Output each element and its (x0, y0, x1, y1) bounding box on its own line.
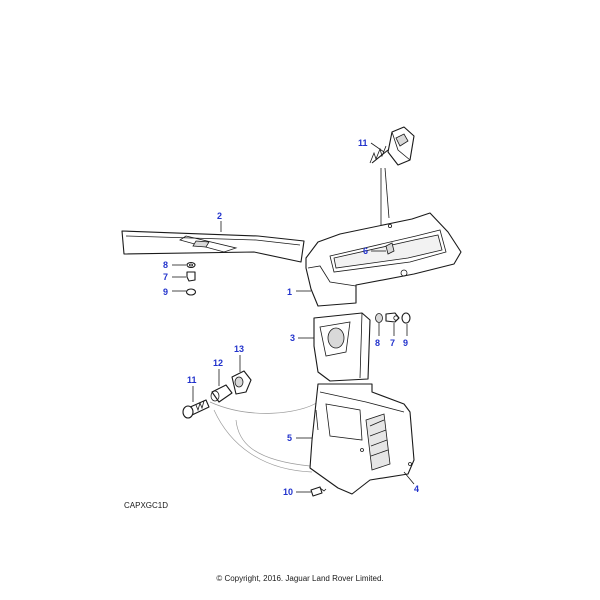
callout-5: 5 (287, 433, 292, 443)
callout-11-left: 11 (187, 375, 197, 385)
callout-11-top: 11 (358, 138, 368, 148)
reference-code: CAPXGC1D (124, 501, 169, 510)
callout-7-left: 7 (163, 272, 168, 282)
copyright-notice: © Copyright, 2016. Jaguar Land Rover Lim… (216, 574, 384, 583)
callout-8-right: 8 (375, 338, 380, 348)
clip-screw-top (369, 126, 415, 232)
trim-rail (121, 230, 305, 263)
callout-4: 4 (414, 484, 419, 494)
screw-10 (310, 486, 327, 497)
callout-7-right: 7 (390, 338, 395, 348)
callouts: 11 2 6 8 7 9 1 3 8 7 9 13 12 11 5 4 10 (163, 138, 419, 497)
callout-2: 2 (217, 211, 222, 221)
bracket-cover (313, 312, 371, 382)
assembly-ghost-lines (209, 401, 319, 473)
bushing-13 (231, 370, 252, 395)
callout-8-left: 8 (163, 260, 168, 270)
callout-3: 3 (290, 333, 295, 343)
callout-10: 10 (283, 487, 293, 497)
callout-1: 1 (287, 287, 292, 297)
sleeve-12 (210, 384, 233, 403)
callout-13: 13 (234, 344, 244, 354)
leader-lines (172, 142, 415, 493)
callout-12: 12 (213, 358, 223, 368)
fasteners-right (375, 312, 411, 324)
lower-panel (309, 383, 415, 495)
callout-6: 6 (363, 246, 368, 256)
upper-panel (305, 212, 462, 307)
callout-9-left: 9 (163, 287, 168, 297)
bolt-11 (182, 399, 210, 419)
callout-9-right: 9 (403, 338, 408, 348)
fasteners-left (185, 261, 197, 296)
